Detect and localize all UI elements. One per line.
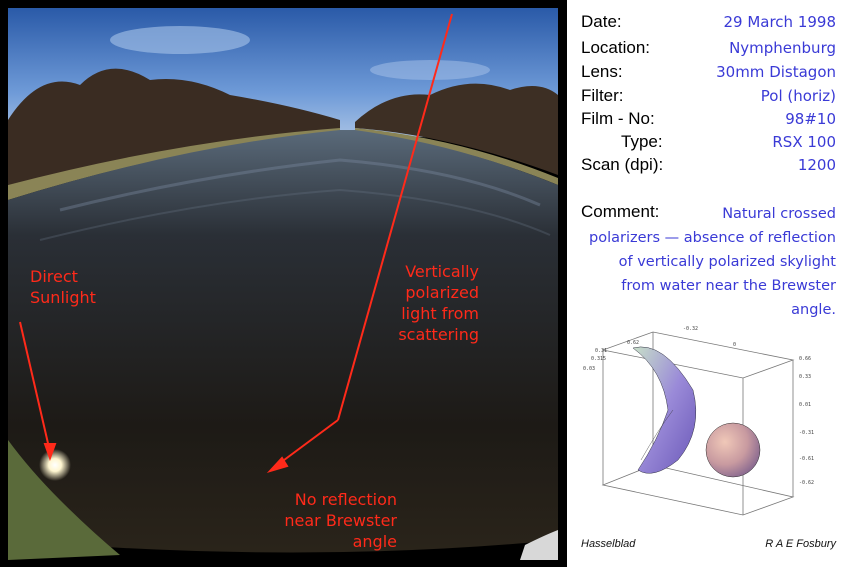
comment-key: Comment: bbox=[581, 202, 660, 221]
svg-text:0.01: 0.01 bbox=[799, 402, 811, 408]
svg-text:0.315: 0.315 bbox=[591, 356, 606, 362]
field-value: 98#10 bbox=[785, 110, 836, 128]
field-key: Location: bbox=[581, 38, 650, 57]
author-credit: R A E Fosbury bbox=[765, 538, 836, 550]
svg-text:-0.61: -0.61 bbox=[799, 456, 814, 462]
photo-scene bbox=[8, 8, 558, 560]
field-location: Location: Nymphenburg bbox=[581, 36, 836, 60]
camera-credit: Hasselblad bbox=[581, 538, 636, 550]
field-key: Date: bbox=[581, 12, 622, 31]
field-key: Lens: bbox=[581, 62, 623, 81]
field-key: Film - No: bbox=[581, 109, 655, 128]
saddle-surface bbox=[632, 346, 697, 474]
field-key: Type: bbox=[621, 132, 663, 151]
field-key: Scan (dpi): bbox=[581, 155, 664, 174]
info-panel: Date: 29 March 1998 Location: Nymphenbur… bbox=[567, 0, 850, 567]
field-date: Date: 29 March 1998 bbox=[581, 10, 836, 34]
trees-left bbox=[8, 68, 340, 185]
field-value: Nymphenburg bbox=[729, 39, 836, 57]
polarization-3d-plot: 0.62 0.31 0.315 0.03 -0.32 0 0.66 0.33 0… bbox=[583, 326, 814, 516]
field-value: RSX 100 bbox=[772, 133, 836, 151]
field-key: Filter: bbox=[581, 86, 624, 105]
svg-text:0.66: 0.66 bbox=[799, 356, 811, 362]
sphere-surface bbox=[705, 422, 761, 478]
field-value: 29 March 1998 bbox=[723, 13, 836, 31]
svg-text:-0.31: -0.31 bbox=[799, 430, 814, 436]
svg-text:0.62: 0.62 bbox=[627, 340, 639, 346]
plot-box bbox=[601, 331, 795, 516]
field-film-no: Film - No: 98#10 bbox=[581, 107, 836, 131]
svg-text:-0.62: -0.62 bbox=[799, 480, 814, 486]
svg-text:0: 0 bbox=[733, 342, 736, 348]
field-scan-dpi: Scan (dpi): 1200 bbox=[581, 153, 836, 177]
field-value: 30mm Distagon bbox=[716, 63, 836, 81]
svg-text:0.33: 0.33 bbox=[799, 374, 811, 380]
grass bbox=[8, 440, 120, 560]
comment-text: Natural crossed polarizers — absence of … bbox=[589, 206, 836, 318]
field-lens: Lens: 30mm Distagon bbox=[581, 60, 836, 84]
field-value: 1200 bbox=[797, 156, 836, 174]
annotation-arrows bbox=[19, 13, 453, 473]
svg-text:-0.32: -0.32 bbox=[683, 326, 698, 332]
trees-right bbox=[355, 83, 558, 175]
sun-glint bbox=[39, 449, 71, 481]
field-type: Type: RSX 100 bbox=[581, 130, 836, 154]
field-filter: Filter: Pol (horiz) bbox=[581, 84, 836, 108]
field-value: Pol (horiz) bbox=[760, 87, 836, 105]
water bbox=[8, 130, 558, 553]
plot-tick-labels: 0.62 0.31 0.315 0.03 -0.32 0 0.66 0.33 0… bbox=[583, 326, 814, 486]
svg-text:0.31: 0.31 bbox=[595, 348, 607, 354]
svg-text:0.03: 0.03 bbox=[583, 366, 595, 372]
